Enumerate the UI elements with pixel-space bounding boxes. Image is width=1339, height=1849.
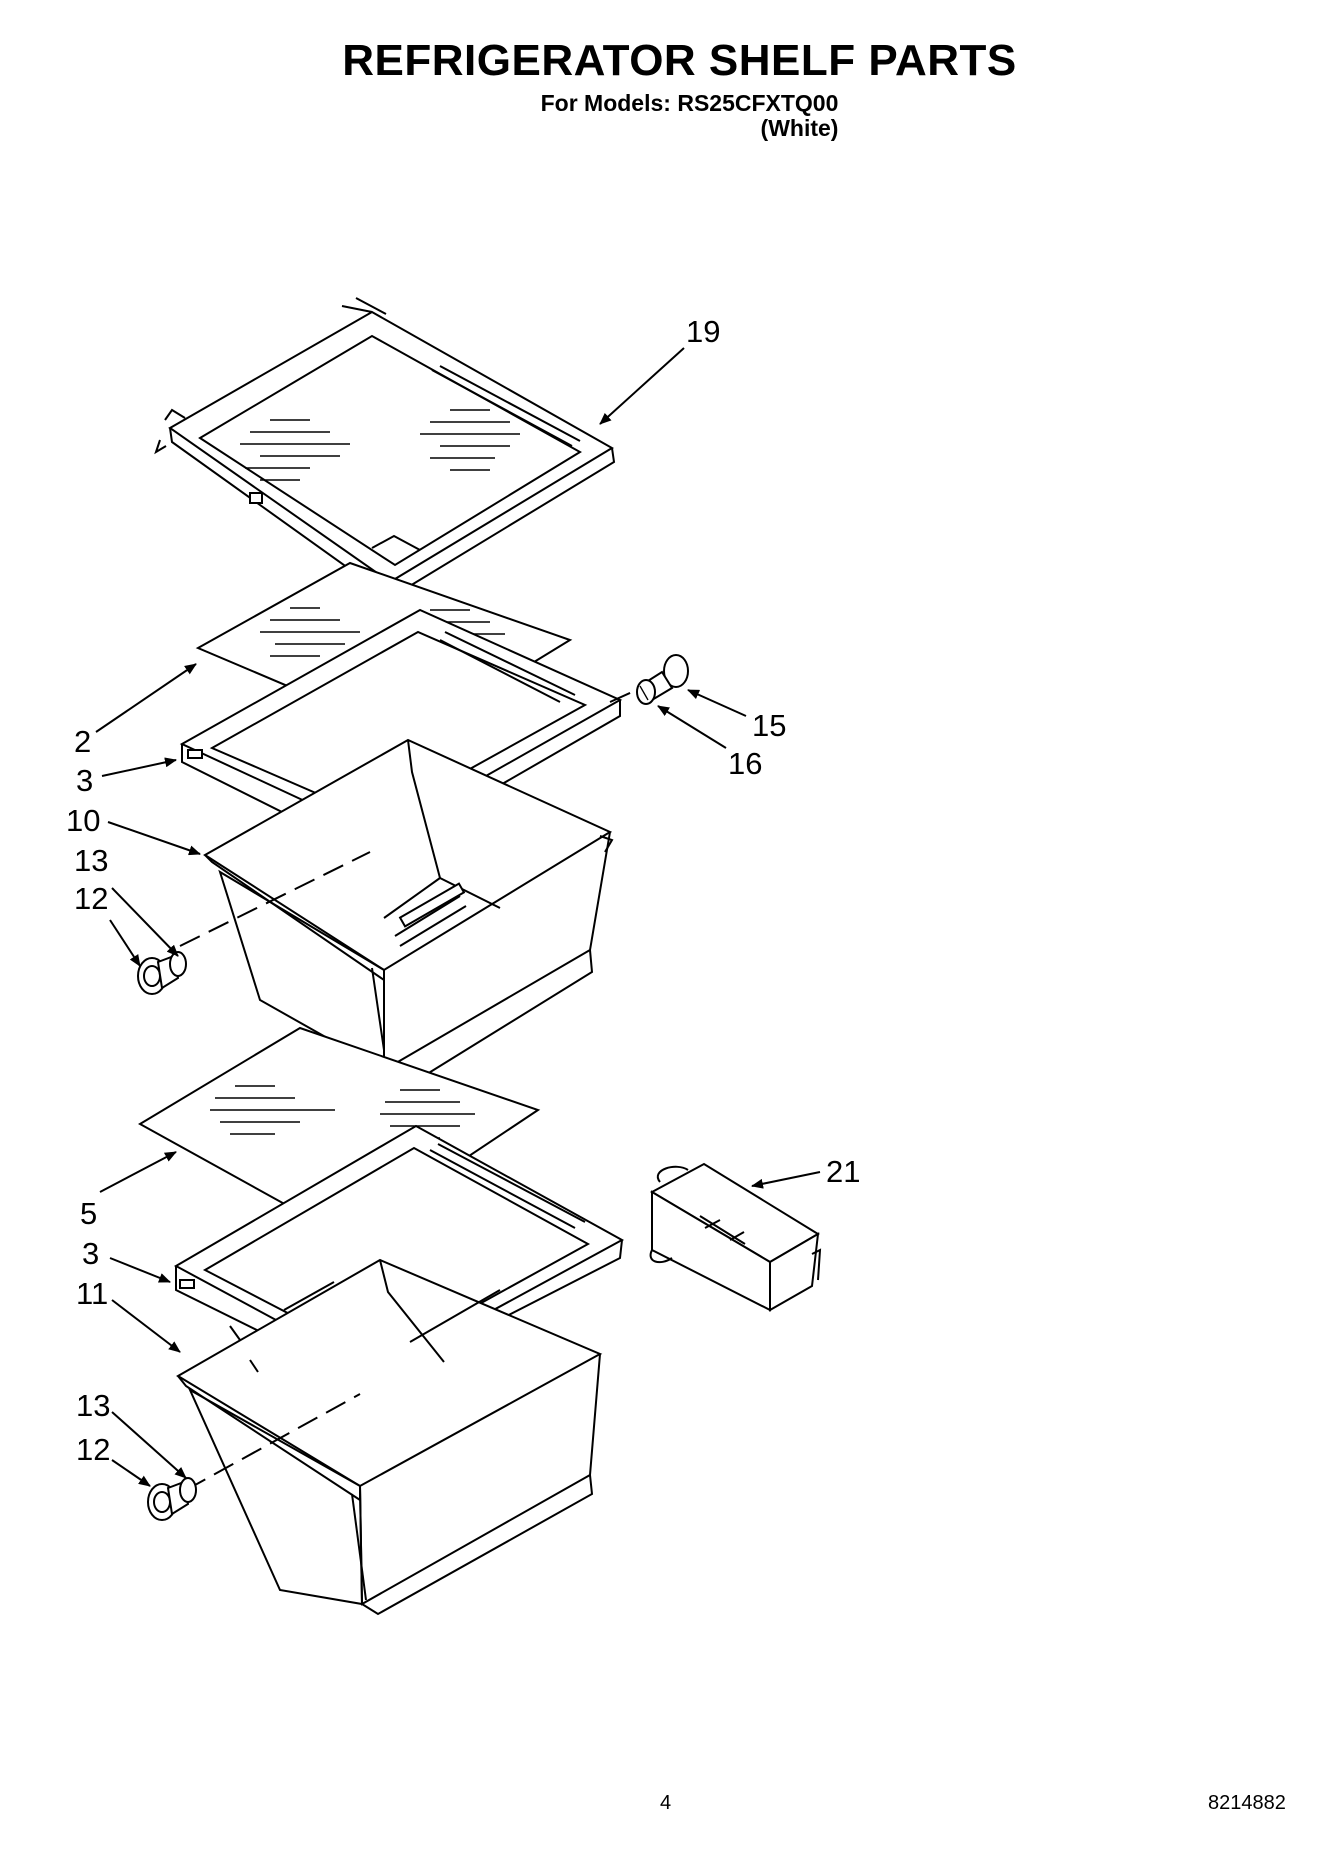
- document-number: 8214882: [1208, 1792, 1286, 1814]
- alignment-line-upper: [179, 851, 371, 947]
- callout-16: 16: [728, 746, 762, 781]
- callout-13-upper: 13: [74, 843, 108, 878]
- knob-12-13-lower: [147, 1477, 197, 1521]
- callout-5: 5: [80, 1196, 97, 1231]
- page-title: REFRIGERATOR SHELF PARTS: [342, 36, 1017, 85]
- callout-2: 2: [74, 724, 91, 759]
- bin-21: [649, 1162, 822, 1312]
- knob-12-13-upper: [137, 951, 187, 995]
- callout-11: 11: [76, 1276, 108, 1311]
- shelf-frame-19: [154, 297, 616, 600]
- alignment-line-lower: [185, 1393, 361, 1491]
- color-line: (White): [760, 115, 839, 141]
- crisper-drawer-10: [203, 738, 614, 1094]
- callout-19: 19: [686, 314, 720, 349]
- callout-15: 15: [752, 708, 786, 743]
- callout-13-lower: 13: [76, 1388, 110, 1423]
- callout-21: 21: [826, 1154, 860, 1189]
- callout-12-lower: 12: [76, 1432, 110, 1467]
- callout-10: 10: [66, 803, 100, 838]
- callout-3-upper: 3: [76, 763, 93, 798]
- knob-15-16: [636, 654, 689, 705]
- leader-lines: [95, 347, 821, 1487]
- page-number: 4: [660, 1792, 672, 1814]
- callout-12-upper: 12: [74, 881, 108, 916]
- models-line: For Models: RS25CFXTQ00: [540, 90, 839, 116]
- crisper-drawer-11: [176, 1258, 603, 1616]
- callout-3-lower: 3: [82, 1236, 99, 1271]
